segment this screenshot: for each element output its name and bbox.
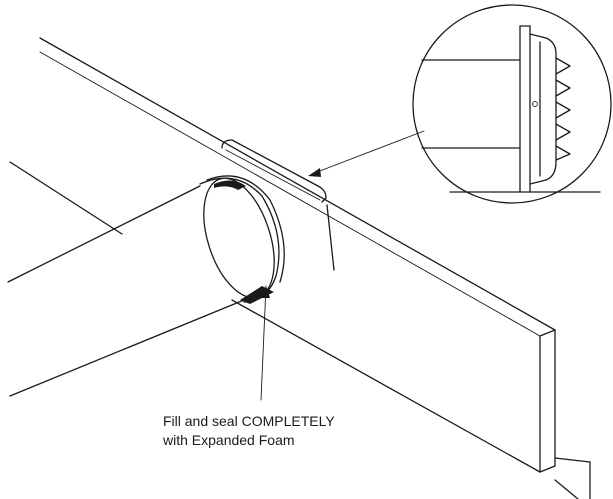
callout-line-1: Fill and seal COMPLETELY [163, 413, 335, 429]
duct-pipe [7, 175, 285, 397]
lower-wall-block [231, 299, 591, 499]
foam-seal-callout: Fill and seal COMPLETELY with Expanded F… [163, 412, 335, 450]
detail-circle [412, 4, 612, 204]
vent-hood [221, 139, 327, 203]
detail-pointer-arrow [308, 130, 425, 177]
soffit-line [9, 161, 123, 235]
callout-line-2: with Expanded Foam [163, 432, 295, 448]
foam-pointer-arrow [260, 285, 270, 401]
wall-board [39, 37, 556, 473]
